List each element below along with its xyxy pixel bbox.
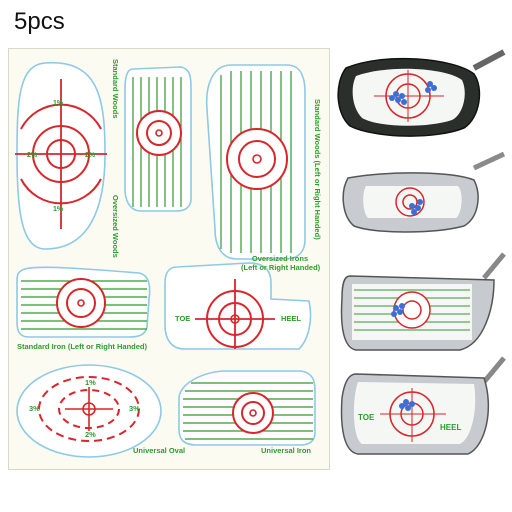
sticker-sheet: 1% 1% 2% 2% <box>8 48 330 470</box>
standard-woods-lr-sticker <box>205 64 306 260</box>
pct-mark: 2% <box>27 152 38 159</box>
iron-photo-2: TOE HEEL <box>340 356 506 455</box>
label-heel: HEEL <box>281 314 302 323</box>
oval-mark-top: 1% <box>85 378 96 387</box>
club-photos: TOE HEEL <box>337 49 506 455</box>
label-standard-woods: Standard Woods <box>111 59 120 119</box>
standard-woods-sticker: 1% 1% 2% 2% <box>15 62 107 250</box>
hybrid-photo <box>342 151 506 233</box>
pct-mark: 2% <box>85 152 96 159</box>
quantity-label: 5pcs <box>14 8 65 35</box>
universal-oval-sticker <box>16 364 162 458</box>
label-oversized-woods: Oversized Woods <box>111 195 120 258</box>
universal-iron-sticker <box>178 370 316 446</box>
label-oversized-irons: Oversized Irons (Left or Right Handed) <box>241 254 321 272</box>
driver-photo <box>337 49 506 137</box>
oval-mark-bottom: 2% <box>85 430 96 439</box>
label-oversized-irons-sub: (Left or Right Handed) <box>241 262 321 272</box>
label-universal-oval: Universal Oval <box>133 446 186 455</box>
oval-mark-right: 3% <box>129 404 140 413</box>
photo-label-toe: TOE <box>358 413 375 422</box>
oval-mark-left: 3% <box>29 404 40 413</box>
label-oversized-irons-title: Oversized Irons <box>251 254 309 263</box>
pct-mark: 1% <box>53 100 64 107</box>
pct-mark: 1% <box>53 206 64 213</box>
sticker-shapes: 1% 1% 2% 2% <box>15 62 316 458</box>
label-standard-woods-lr: Standard Woods (Left or Right Handed) <box>313 99 322 240</box>
iron-photo-1 <box>340 252 506 351</box>
label-standard-iron: Standard Iron (Left or Right Handed) <box>17 342 147 351</box>
standard-iron-sticker <box>16 266 151 338</box>
oversized-irons-sticker <box>164 262 312 350</box>
oversized-woods-sticker <box>124 66 192 212</box>
label-universal-iron: Universal Iron <box>261 446 312 455</box>
photo-label-heel: HEEL <box>440 423 461 432</box>
label-toe: TOE <box>175 314 191 323</box>
